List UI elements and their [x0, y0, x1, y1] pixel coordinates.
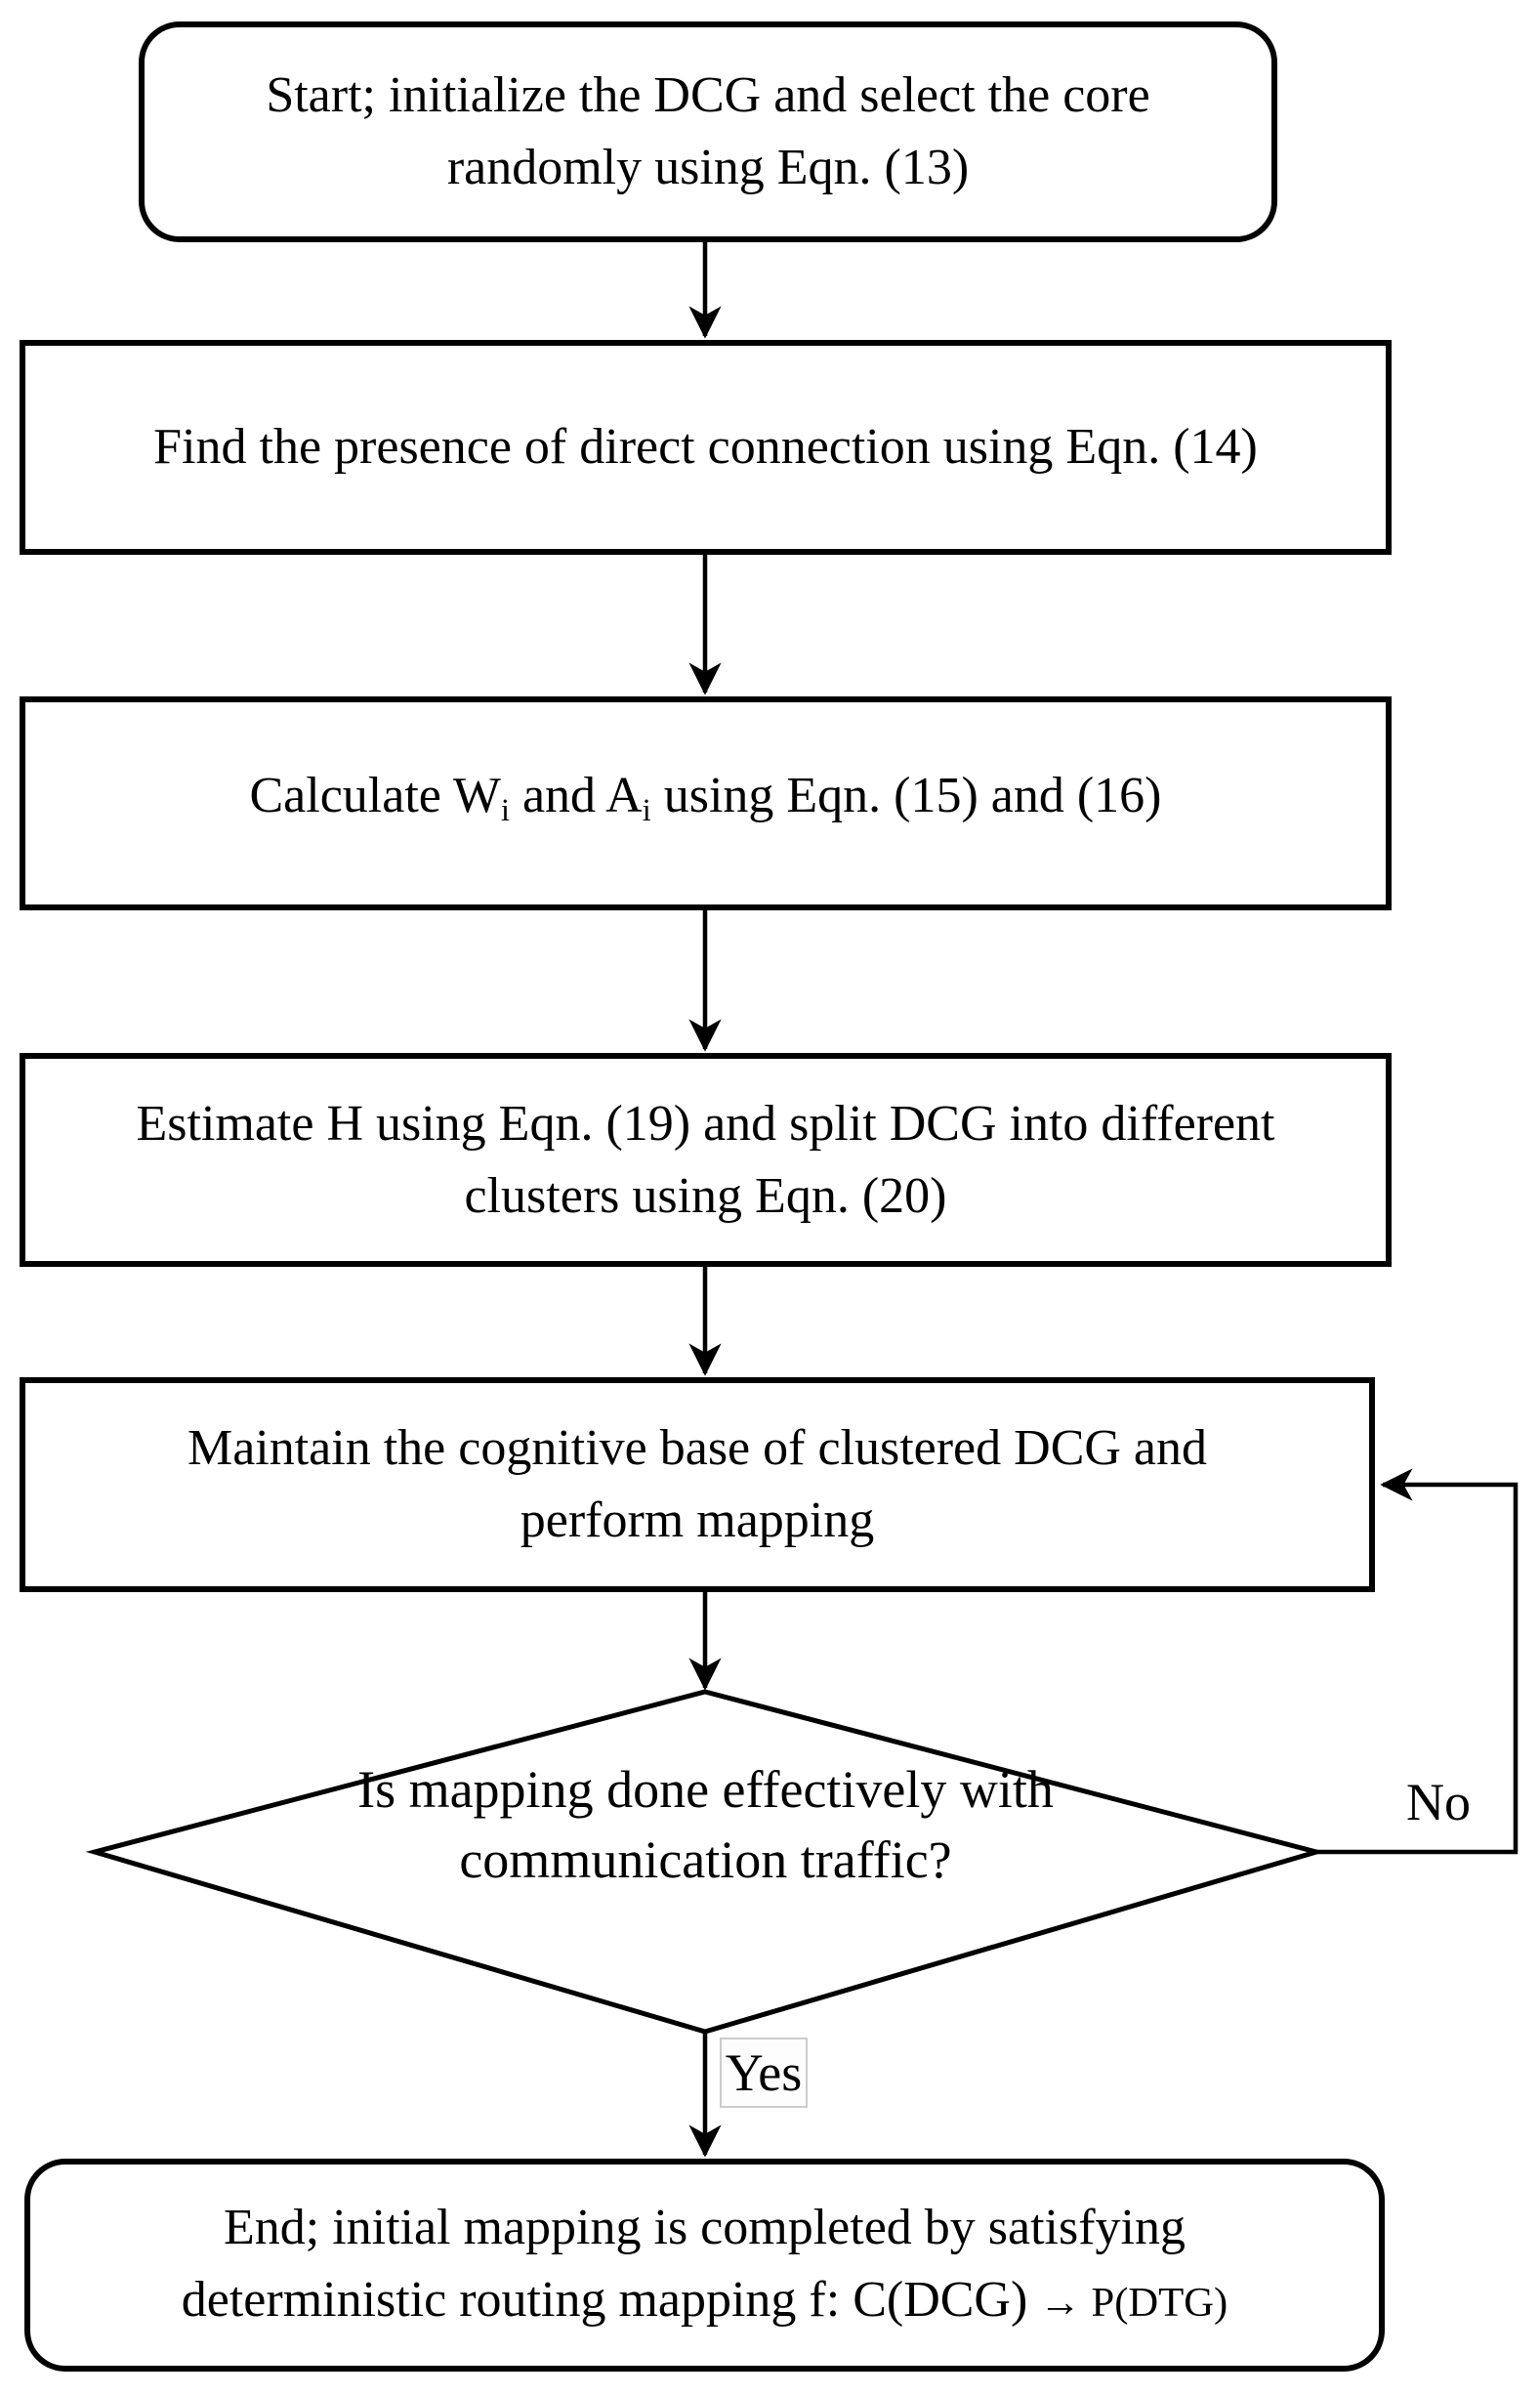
- node-find-connection-line-1: Find the presence of direct connection u…: [153, 419, 1258, 475]
- node-end: End; initial mapping is completed by sat…: [24, 2159, 1385, 2372]
- calculate-subscript-1: i: [501, 792, 510, 828]
- calculate-text-1: Calculate W: [249, 768, 502, 824]
- edge-label-no: No: [1406, 1773, 1471, 1831]
- node-end-line-2: deterministic routing mapping f: C(DCG)→…: [182, 2264, 1228, 2339]
- node-start: Start; initialize the DCG and select the…: [139, 21, 1277, 242]
- node-start-line-2: randomly using Eqn. (13): [446, 140, 970, 195]
- node-maintain-mapping-line-1: Maintain the cognitive base of clustered…: [187, 1420, 1208, 1476]
- node-calculate-line-1: Calculate Wi and Ai using Eqn. (15) and …: [250, 760, 1162, 846]
- node-decision-line-1: Is mapping done effectively with: [357, 1760, 1054, 1819]
- node-maintain-mapping-line-2: perform mapping: [520, 1492, 875, 1548]
- calculate-subscript-2: i: [642, 792, 651, 828]
- node-decision-text: Is mapping done effectively with communi…: [95, 1754, 1316, 1895]
- node-find-connection: Find the presence of direct connection u…: [20, 340, 1392, 555]
- node-end-line-2-main: deterministic routing mapping f: C(DCG): [181, 2271, 1028, 2328]
- edge-label-yes: Yes: [720, 2038, 808, 2108]
- node-maintain-mapping: Maintain the cognitive base of clustered…: [20, 1377, 1375, 1592]
- node-calculate: Calculate Wi and Ai using Eqn. (15) and …: [20, 696, 1392, 910]
- calculate-text-3: using Eqn. (15) and (16): [650, 768, 1162, 824]
- node-decision-line-2: communication traffic?: [459, 1830, 952, 1889]
- node-end-line-2-small: → P(DTG): [1039, 2279, 1228, 2326]
- node-start-line-1: Start; initialize the DCG and select the…: [266, 67, 1150, 123]
- calculate-text-2: and A: [509, 768, 643, 824]
- node-estimate-split-line-1: Estimate H using Eqn. (19) and split DCG…: [136, 1095, 1275, 1152]
- node-end-line-1: End; initial mapping is completed by sat…: [224, 2199, 1186, 2255]
- node-estimate-split-line-2: clusters using Eqn. (20): [464, 1167, 947, 1224]
- decision-diamond: [85, 1689, 1326, 2035]
- node-estimate-split: Estimate H using Eqn. (19) and split DCG…: [20, 1053, 1392, 1267]
- no-feedback-arrow: [1316, 1468, 1519, 1855]
